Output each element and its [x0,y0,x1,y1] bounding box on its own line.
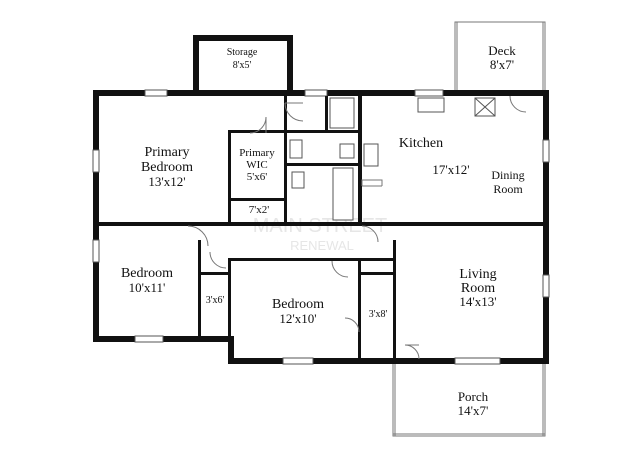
exterior-walls [93,35,549,364]
fixtures [289,97,496,221]
hall-closet-size: 7'x2' [249,204,269,216]
primary-bedroom-size: 13'x12' [148,174,185,189]
toilet-icon-2 [291,171,305,189]
porch-size: 14'x7' [458,403,489,418]
closet-left-size: 3'x6' [206,295,225,306]
bedroom-left-size: 10'x11' [129,280,166,295]
dining-name-1: Dining [491,168,524,182]
living-name-2: Room [461,281,495,296]
deck-size: 8'x7' [490,57,514,72]
primary-bedroom-name-2: Bedroom [141,160,193,175]
living-size: 14'x13' [459,294,496,309]
closet-mid-size: 3'x8' [369,309,388,320]
bedroom-mid-size: 12'x10' [279,311,316,326]
storage-name: Storage [227,47,258,58]
living-name-1: Living [459,267,496,282]
kitchen-name: Kitchen [399,136,443,151]
interior-walls [93,90,549,358]
primary-wic-name-2: WIC [246,159,267,171]
bedroom-mid-name: Bedroom [272,297,324,312]
room-labels: Storage 8'x5' Deck 8'x7' Primary Bedroom… [121,43,525,418]
kitchen-size: 17'x12' [432,162,469,177]
watermark: MAIN STREET RENEWAL [253,215,387,253]
dining-name-2: Room [493,182,523,196]
doors [187,95,527,360]
primary-wic-name-1: Primary [239,147,275,159]
sink-icon [289,139,303,159]
windows [92,89,550,365]
bathtub-icon [332,167,354,221]
deck-name: Deck [488,43,516,58]
watermark-line2: RENEWAL [290,238,354,253]
kitchen-sink-icon [417,97,445,113]
storage-size: 8'x5' [233,60,252,71]
bedroom-left-name: Bedroom [121,266,173,281]
toilet-icon [339,143,355,159]
primary-wic-size: 5'x6' [247,171,267,183]
stove-icon [363,143,379,167]
primary-bedroom-name-1: Primary [144,145,189,160]
shower-icon [329,97,355,129]
porch-name: Porch [458,389,489,404]
